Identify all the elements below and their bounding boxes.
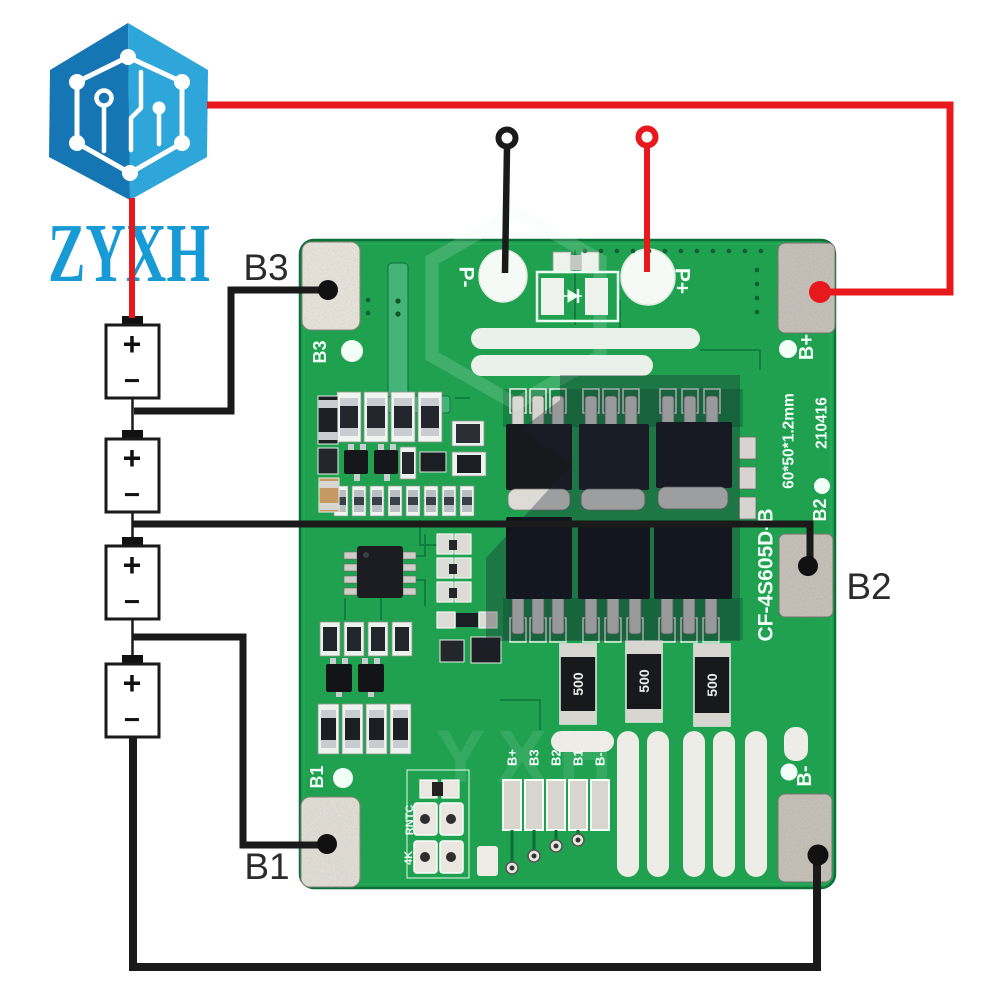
- b3-solder-dot: [318, 280, 338, 300]
- mosfet: [506, 424, 572, 490]
- bms-board: 500 500 500: [298, 204, 837, 890]
- battery-plus-label: +: [123, 440, 142, 476]
- silk-b-plus: B+: [796, 334, 818, 360]
- copper-slots: [477, 727, 808, 877]
- silk-b2: B2: [810, 498, 830, 521]
- negative-wires: [129, 146, 821, 971]
- shunt-resistor-marking: 500: [570, 672, 586, 696]
- battery-minus-label: −: [124, 586, 140, 617]
- silk-model: CF-4S605D-B: [755, 508, 778, 641]
- battery-cell-2: + −: [104, 430, 161, 514]
- label-b1: B1: [244, 846, 289, 887]
- label-b2: B2: [846, 566, 891, 607]
- silk-b1: B1: [307, 765, 327, 788]
- battery-minus-label: −: [124, 479, 140, 510]
- node-labels: B3 B2 B1: [243, 247, 891, 887]
- tinned-strip: [471, 328, 700, 349]
- balance-label: B+: [505, 749, 520, 766]
- battery-cell-4: + −: [104, 655, 161, 739]
- ntc-pads: RNTC 4K: [403, 769, 470, 879]
- silk-b3: B3: [310, 340, 330, 363]
- silk-b-minus: B-: [794, 765, 816, 786]
- mosfet: [656, 422, 732, 488]
- b1-solder-dot: [317, 834, 337, 854]
- p-minus-wire-ring-icon: [495, 126, 519, 150]
- photo-watermark: YXH: [425, 204, 740, 798]
- battery-plus-label: +: [123, 547, 142, 583]
- p-plus-wire-ring-icon: [635, 125, 659, 149]
- mosfet-bodies: [506, 422, 732, 599]
- pin1-dot-icon: [363, 552, 369, 558]
- logo-hexagon-left-face: [49, 23, 130, 200]
- balance-label: B1: [571, 749, 586, 766]
- silk-p-minus: P-: [455, 267, 478, 288]
- battery-minus-label: −: [124, 365, 140, 396]
- b2-solder-dot: [798, 556, 818, 576]
- battery-plus-label: +: [123, 665, 142, 701]
- smd-cluster-mid: [436, 533, 502, 664]
- b-minus-solder-dot: [807, 844, 829, 866]
- balance-label: B3: [527, 749, 542, 766]
- balance-label: B-: [593, 752, 608, 766]
- mosfet: [579, 424, 649, 490]
- balance-label: B2: [549, 749, 564, 766]
- balance-pad: [590, 779, 610, 831]
- silk-ntc-value: 4K: [403, 851, 415, 865]
- silk-date-code: 210416: [814, 397, 831, 449]
- pad-b-plus-corner: [777, 242, 836, 334]
- pad-b-minus-corner: [777, 793, 833, 883]
- capacitor-row: [333, 485, 475, 517]
- left-edge-components: [317, 395, 340, 513]
- battery-stack: + − + − + − + −: [104, 316, 161, 739]
- smd-cluster-lower-left: [317, 621, 413, 755]
- shunt-resistor-marking: 500: [704, 673, 720, 697]
- logo-circuit-nodes: [69, 49, 190, 181]
- silk-dimensions: 60*50*1.2mm: [781, 393, 798, 489]
- watermark-text: YXH: [436, 715, 624, 798]
- tinned-strip: [471, 355, 653, 376]
- label-b3: B3: [243, 247, 288, 288]
- resistor-row: [336, 391, 443, 443]
- mosfet: [654, 526, 732, 599]
- battery-cell-3: + −: [104, 537, 161, 621]
- battery-minus-label: −: [124, 704, 140, 735]
- mosfet: [506, 517, 572, 599]
- diode-symbol-icon: [564, 289, 582, 303]
- smd-cluster-upper-left: [317, 391, 487, 517]
- battery-cell-1: + −: [104, 316, 161, 400]
- mosfet-block: [503, 388, 757, 643]
- shunt-resistors: 500 500 500: [559, 640, 731, 727]
- balance-connector: B+ B3 B2 B1 B-: [502, 749, 610, 875]
- silkscreen: P- P+ B+ B3 B2 B1 B- CF-4S605D-B 60*50*1…: [307, 267, 831, 789]
- transistor-row: [344, 444, 487, 481]
- diode-footprint: [535, 251, 620, 323]
- ic-chip: [343, 546, 417, 598]
- wiring-harness: [129, 101, 954, 971]
- shunt-resistor-marking: 500: [636, 669, 652, 693]
- battery-plus-label: +: [123, 326, 142, 362]
- silk-rntc: RNTC: [404, 805, 416, 836]
- mosfet: [578, 527, 650, 599]
- silk-p-plus: P+: [671, 268, 694, 294]
- b-plus-solder-dot: [809, 281, 831, 303]
- positive-wire: [129, 101, 954, 318]
